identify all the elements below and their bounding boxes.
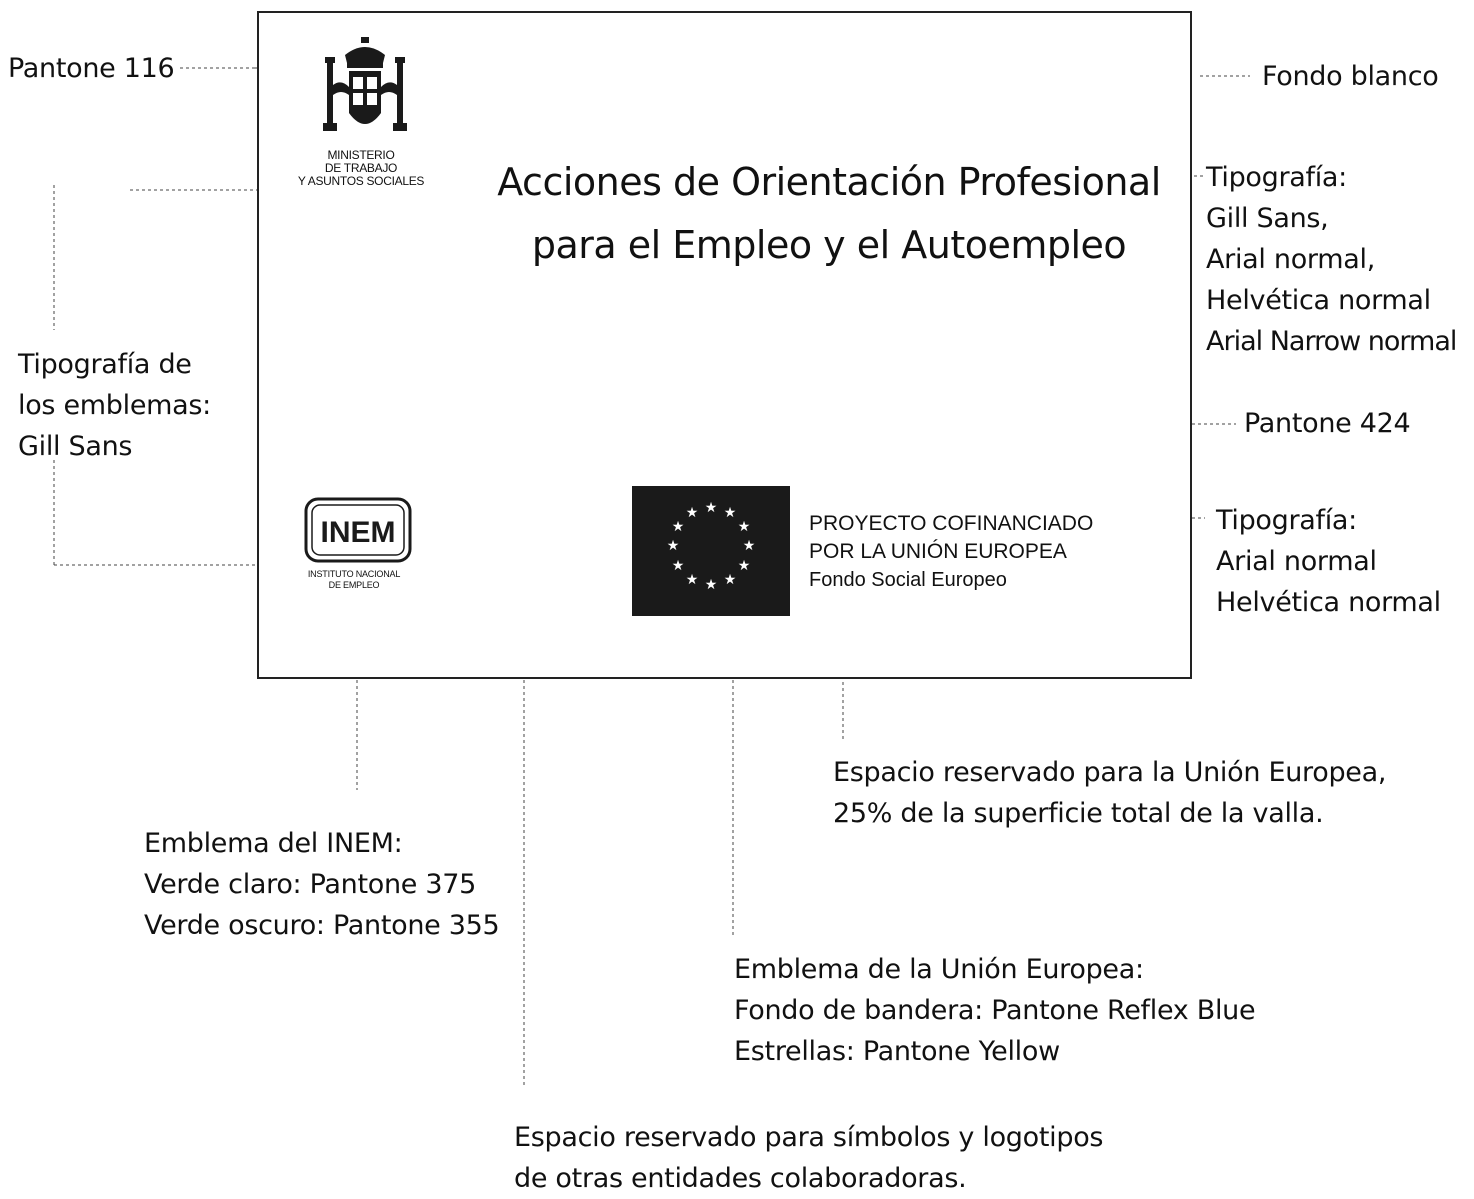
note-line: Helvética normal — [1216, 587, 1441, 618]
note-tipografia-main: Tipografía: Gill Sans, Arial normal, Hel… — [1206, 157, 1457, 362]
note-line: Gill Sans — [18, 431, 133, 462]
inem-logo-icon: INEM — [304, 497, 412, 563]
note-line: Estrellas: Pantone Yellow — [734, 1036, 1060, 1067]
note-espacio-otros: Espacio reservado para símbolos y logoti… — [514, 1117, 1103, 1199]
ministry-line: DE TRABAJO — [324, 161, 398, 175]
svg-text:★: ★ — [667, 538, 680, 554]
svg-text:★: ★ — [743, 538, 756, 554]
note-line: Tipografía de — [18, 349, 192, 380]
eu-line: POR LA UNIÓN EUROPEA — [809, 540, 1067, 563]
note-pantone-116: Pantone 116 — [8, 53, 175, 84]
headline-line-1: Acciones de Orientación Profesional — [497, 160, 1161, 204]
note-line: Arial normal — [1216, 546, 1377, 577]
note-line: Arial normal, — [1206, 244, 1375, 275]
svg-text:★: ★ — [705, 500, 718, 516]
note-line: Tipografía: — [1206, 162, 1347, 193]
eu-label: PROYECTO COFINANCIADO POR LA UNIÓN EUROP… — [809, 510, 1093, 594]
svg-text:★: ★ — [705, 577, 718, 593]
note-fondo-blanco: Fondo blanco — [1262, 61, 1439, 92]
svg-text:★: ★ — [738, 519, 751, 535]
note-line: Fondo de bandera: Pantone Reflex Blue — [734, 995, 1256, 1026]
inem-logo-text: INEM — [321, 516, 396, 549]
inem-label: INSTITUTO NACIONAL DE EMPLEO — [289, 569, 419, 591]
inem-line: DE EMPLEO — [328, 580, 380, 590]
svg-text:★: ★ — [724, 505, 737, 521]
note-line: Verde oscuro: Pantone 355 — [144, 910, 500, 941]
eu-line: Fondo Social Europeo — [809, 569, 1007, 591]
eu-flag: ★ ★ ★ ★ ★ ★ ★ ★ ★ ★ ★ ★ — [632, 486, 790, 616]
svg-text:★: ★ — [672, 519, 685, 535]
eu-stars-icon: ★ ★ ★ ★ ★ ★ ★ ★ ★ ★ ★ ★ — [667, 500, 756, 593]
note-line: de otras entidades colaboradoras. — [514, 1163, 967, 1194]
svg-text:★: ★ — [686, 572, 699, 588]
svg-text:★: ★ — [724, 572, 737, 588]
note-tipografia-emblemas: Tipografía de los emblemas: Gill Sans — [18, 344, 211, 467]
note-line: Espacio reservado para símbolos y logoti… — [514, 1122, 1104, 1153]
headline: Acciones de Orientación Profesional para… — [489, 151, 1169, 277]
note-espacio-ue: Espacio reservado para la Unión Europea,… — [833, 752, 1386, 834]
billboard: MINISTERIO DE TRABAJO Y ASUNTOS SOCIALES… — [257, 11, 1192, 679]
note-line: Arial Narrow normal — [1206, 326, 1457, 357]
svg-text:★: ★ — [738, 558, 751, 574]
note-emblema-ue: Emblema de la Unión Europea: Fondo de ba… — [734, 949, 1256, 1072]
svg-text:★: ★ — [672, 558, 685, 574]
note-line: Gill Sans, — [1206, 203, 1329, 234]
headline-line-2: para el Empleo y el Autoempleo — [531, 223, 1127, 267]
note-tipografia-eu: Tipografía: Arial normal Helvética norma… — [1216, 500, 1441, 623]
note-emblema-inem: Emblema del INEM: Verde claro: Pantone 3… — [144, 823, 500, 946]
note-pantone-424: Pantone 424 — [1244, 408, 1411, 439]
ministry-label: MINISTERIO DE TRABAJO Y ASUNTOS SOCIALES — [281, 149, 441, 188]
note-line: Tipografía: — [1216, 505, 1357, 536]
ministry-line: MINISTERIO — [327, 148, 395, 162]
inem-line: INSTITUTO NACIONAL — [307, 569, 401, 579]
eu-line: PROYECTO COFINANCIADO — [809, 512, 1094, 535]
ministry-line: Y ASUNTOS SOCIALES — [297, 174, 425, 188]
svg-text:★: ★ — [686, 505, 699, 521]
note-line: Helvética normal — [1206, 285, 1431, 316]
note-line: Espacio reservado para la Unión Europea, — [833, 757, 1387, 788]
note-line: Emblema de la Unión Europea: — [734, 954, 1144, 985]
note-line: Emblema del INEM: — [144, 828, 403, 859]
note-line: 25% de la superficie total de la valla. — [833, 798, 1324, 829]
note-line: los emblemas: — [18, 390, 211, 421]
coat-of-arms-icon — [323, 37, 407, 131]
note-line: Verde claro: Pantone 375 — [144, 869, 477, 900]
